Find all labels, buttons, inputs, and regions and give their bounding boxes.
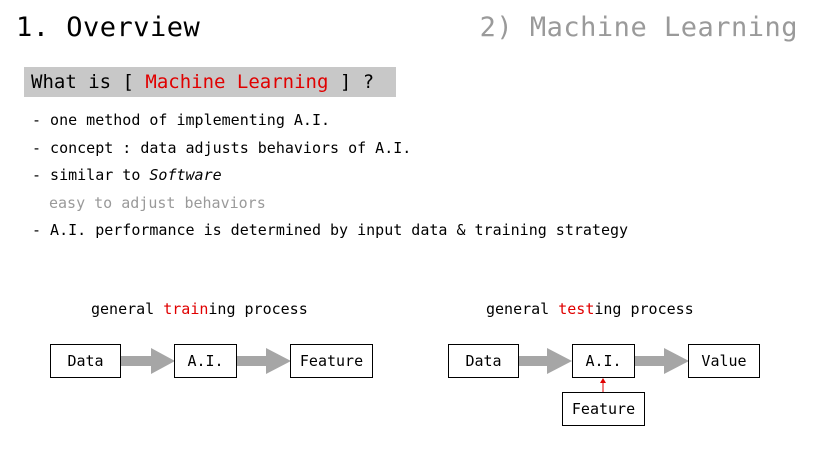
caption-text: general <box>91 300 164 318</box>
train-feature-box: Feature <box>290 344 373 378</box>
test-feature-box: Feature <box>562 392 645 426</box>
section-title: 2) Machine Learning <box>479 12 798 43</box>
caption-text: general <box>486 300 559 318</box>
testing-caption: general testing process <box>486 300 694 318</box>
bullet-item: - concept : data adjusts behaviors of A.… <box>32 138 412 157</box>
page-title: 1. Overview <box>16 12 201 43</box>
question-banner: What is [ Machine Learning ] ? <box>24 67 396 97</box>
caption-text: ing process <box>594 300 694 318</box>
bullet-subitem: easy to adjust behaviors <box>49 193 266 212</box>
question-prefix: What is [ <box>31 71 146 93</box>
train-arrow-ai-feature <box>237 348 291 374</box>
test-arrow-ai-value <box>635 348 689 374</box>
train-arrow-data-ai <box>120 348 175 374</box>
test-value-box: Value <box>688 344 760 378</box>
bullet-item: - similar to Software <box>32 165 628 193</box>
question-suffix: ] ? <box>328 71 375 93</box>
bullet-item: - A.I. performance is determined by inpu… <box>32 221 629 240</box>
caption-highlight: train <box>163 300 209 318</box>
bullet-list: - one method of implementing A.I. - conc… <box>32 110 628 248</box>
caption-text: ing process <box>208 300 308 318</box>
training-caption: general training process <box>91 300 308 318</box>
test-arrow-data-ai <box>518 348 572 374</box>
bullet-text: - similar to <box>32 166 150 185</box>
train-data-box: Data <box>50 344 121 378</box>
bullet-italic-text: Software <box>149 166 222 185</box>
test-data-box: Data <box>448 344 519 378</box>
caption-highlight: test <box>558 300 595 318</box>
train-ai-box: A.I. <box>174 344 237 378</box>
feature-to-ai-arrowhead <box>600 378 606 383</box>
question-highlight: Machine Learning <box>145 71 329 93</box>
test-ai-box: A.I. <box>572 344 635 378</box>
bullet-item: - one method of implementing A.I. <box>32 111 331 129</box>
